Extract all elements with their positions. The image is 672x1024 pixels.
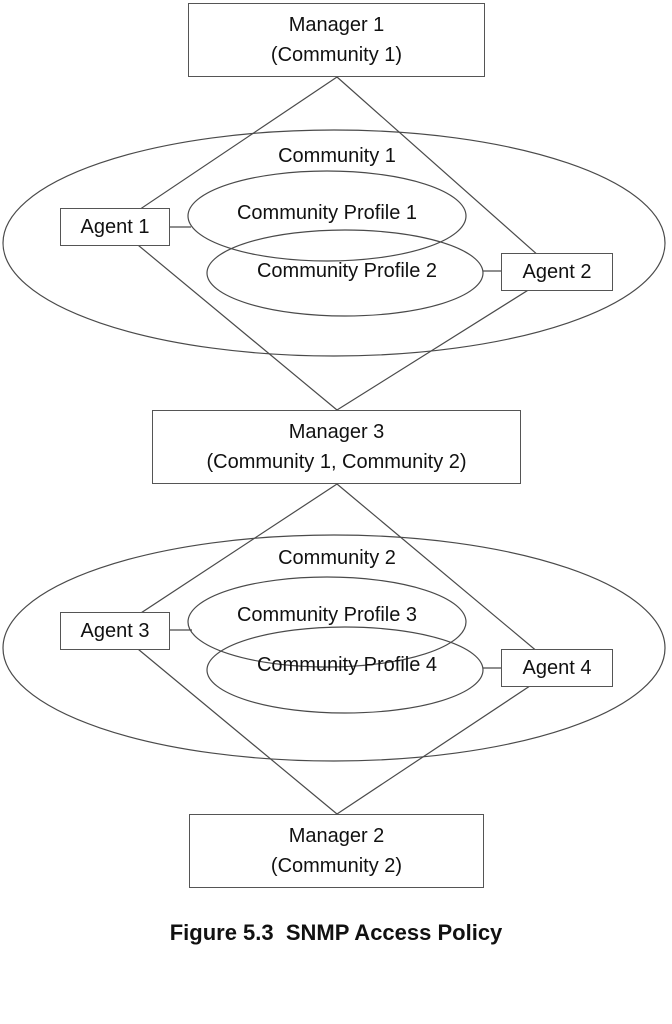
community-2-label: Community 2 [278,547,396,569]
community-profile-4-label: Community Profile 4 [256,654,438,676]
agent-1-box: Agent 1 [60,208,170,246]
manager-2-box: Manager 2 (Community 2) [189,814,484,888]
community-1-ellipse [2,129,666,357]
agent-3-label: Agent 3 [80,620,150,642]
agent-3-box: Agent 3 [60,612,170,650]
manager-3-box: Manager 3 (Community 1, Community 2) [152,410,521,484]
agent-4-label: Agent 4 [522,657,592,679]
community-profile-3-ellipse [187,576,467,668]
community-profile-2-ellipse [206,229,484,317]
agent-4-box: Agent 4 [501,649,613,687]
community-1-label: Community 1 [278,145,396,167]
link-agent4-manager2 [336,667,558,815]
agent-1-label: Agent 1 [80,216,150,238]
manager-3-name: Manager 3 [288,421,385,443]
community-profile-3-label: Community Profile 3 [236,604,418,626]
link-agent2-manager3 [336,271,558,411]
manager-1-community: (Community 1) [270,44,403,66]
manager-1-name: Manager 1 [288,14,385,36]
figure-caption: Figure 5.3 SNMP Access Policy [169,920,503,945]
community-profile-2-label: Community Profile 2 [256,260,438,282]
link-manager1-agent2 [336,76,558,273]
manager-2-name: Manager 2 [288,825,385,847]
manager-1-box: Manager 1 (Community 1) [188,3,485,77]
manager-3-community: (Community 1, Community 2) [206,451,467,473]
link-agent3-manager2 [114,629,338,815]
community-profile-1-ellipse [187,170,467,262]
link-manager3-agent3 [114,483,338,631]
agent-2-box: Agent 2 [501,253,613,291]
link-manager3-agent4 [336,483,558,669]
agent-2-label: Agent 2 [522,261,592,283]
community-profile-1-label: Community Profile 1 [236,202,418,224]
community-2-ellipse [2,534,666,762]
community-profile-4-ellipse [206,626,484,714]
link-agent1-manager3 [114,225,338,411]
link-manager1-agent1 [114,76,338,227]
manager-2-community: (Community 2) [270,855,403,877]
